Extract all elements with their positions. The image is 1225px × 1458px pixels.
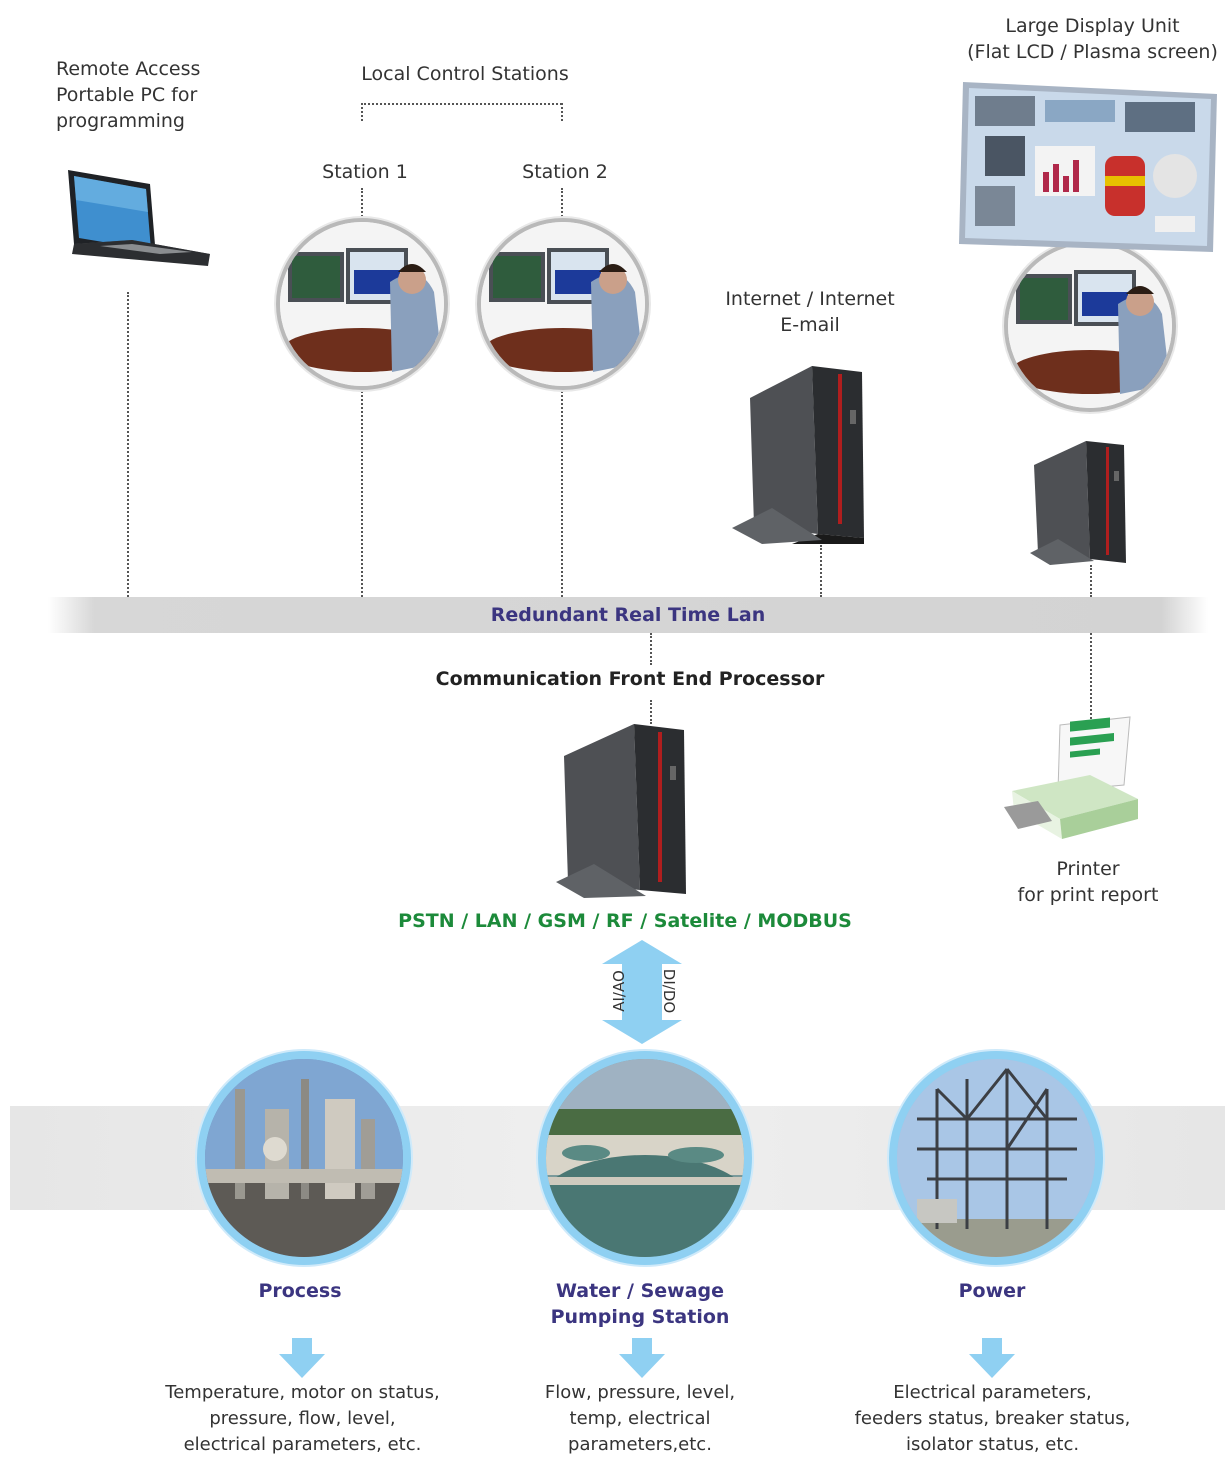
station2-lan-line [561,388,563,597]
ai-ao-label: AI/AO [610,970,628,1012]
printer-lan-line [1090,633,1092,723]
power-substation-image [889,1051,1103,1265]
cfep-label: Communication Front End Processor [435,668,825,690]
cfep-lan-line-bottom [650,700,652,724]
local-control-stations-label: Local Control Stations [361,63,569,85]
display-server-icon [1030,441,1126,565]
arrow-down-icon [619,1338,665,1378]
station1-top-line [361,188,363,220]
redundant-lan-bar: Redundant Real Time Lan [48,597,1208,633]
remote-access-label: Remote Access Portable PC for programmin… [56,58,201,132]
site-desc-process: Temperature, motor on status, pressure, … [165,1382,440,1455]
large-display-unit-label: Large Display Unit (Flat LCD / Plasma sc… [967,15,1218,63]
station-1-label: Station 1 [322,161,408,183]
lan-label: Redundant Real Time Lan [490,604,766,626]
protocols-label: PSTN / LAN / GSM / RF / Satelite / MODBU… [398,910,852,932]
internet-email-label: Internet / Internet E-mail [725,288,895,336]
io-double-arrow-icon [602,940,682,1044]
laptop-icon [68,170,210,266]
internet-lan-line [820,545,822,597]
display-operator-image [1004,240,1176,412]
laptop-lan-line [127,292,129,597]
display-lan-line [1090,565,1092,597]
station-2-label: Station 2 [522,161,608,183]
water-station-image [538,1051,752,1265]
ai-ao-label-wrap: AI/AO [604,969,634,1019]
cfep-lan-line-top [650,633,652,665]
large-display-screen-icon [959,82,1217,252]
site-desc-power: Electrical parameters, feeders status, b… [854,1382,1131,1455]
station2-top-line [561,188,563,220]
station-1-image [276,218,448,390]
station1-lan-line [361,388,363,597]
di-do-label: DI/DO [660,968,678,1014]
station-2-image [477,218,649,390]
arrow-down-icon [279,1338,325,1378]
site-title-power: Power [958,1280,1026,1302]
station-bracket-line [361,103,562,105]
site-title-process: Process [258,1280,342,1302]
site-desc-water: Flow, pressure, level, temp, electrical … [544,1382,736,1455]
arrow-down-icon [969,1338,1015,1378]
station-bracket-right [561,103,563,121]
internet-server-icon [732,366,864,544]
process-plant-image [197,1051,411,1265]
di-do-label-wrap: DI/DO [652,969,682,1019]
site-title-water: Water / Sewage Pumping Station [550,1280,730,1328]
cfep-server-icon [556,724,686,898]
printer-icon [1004,716,1138,839]
station-bracket-left [361,103,363,121]
printer-label: Printer for print report [1017,858,1159,906]
